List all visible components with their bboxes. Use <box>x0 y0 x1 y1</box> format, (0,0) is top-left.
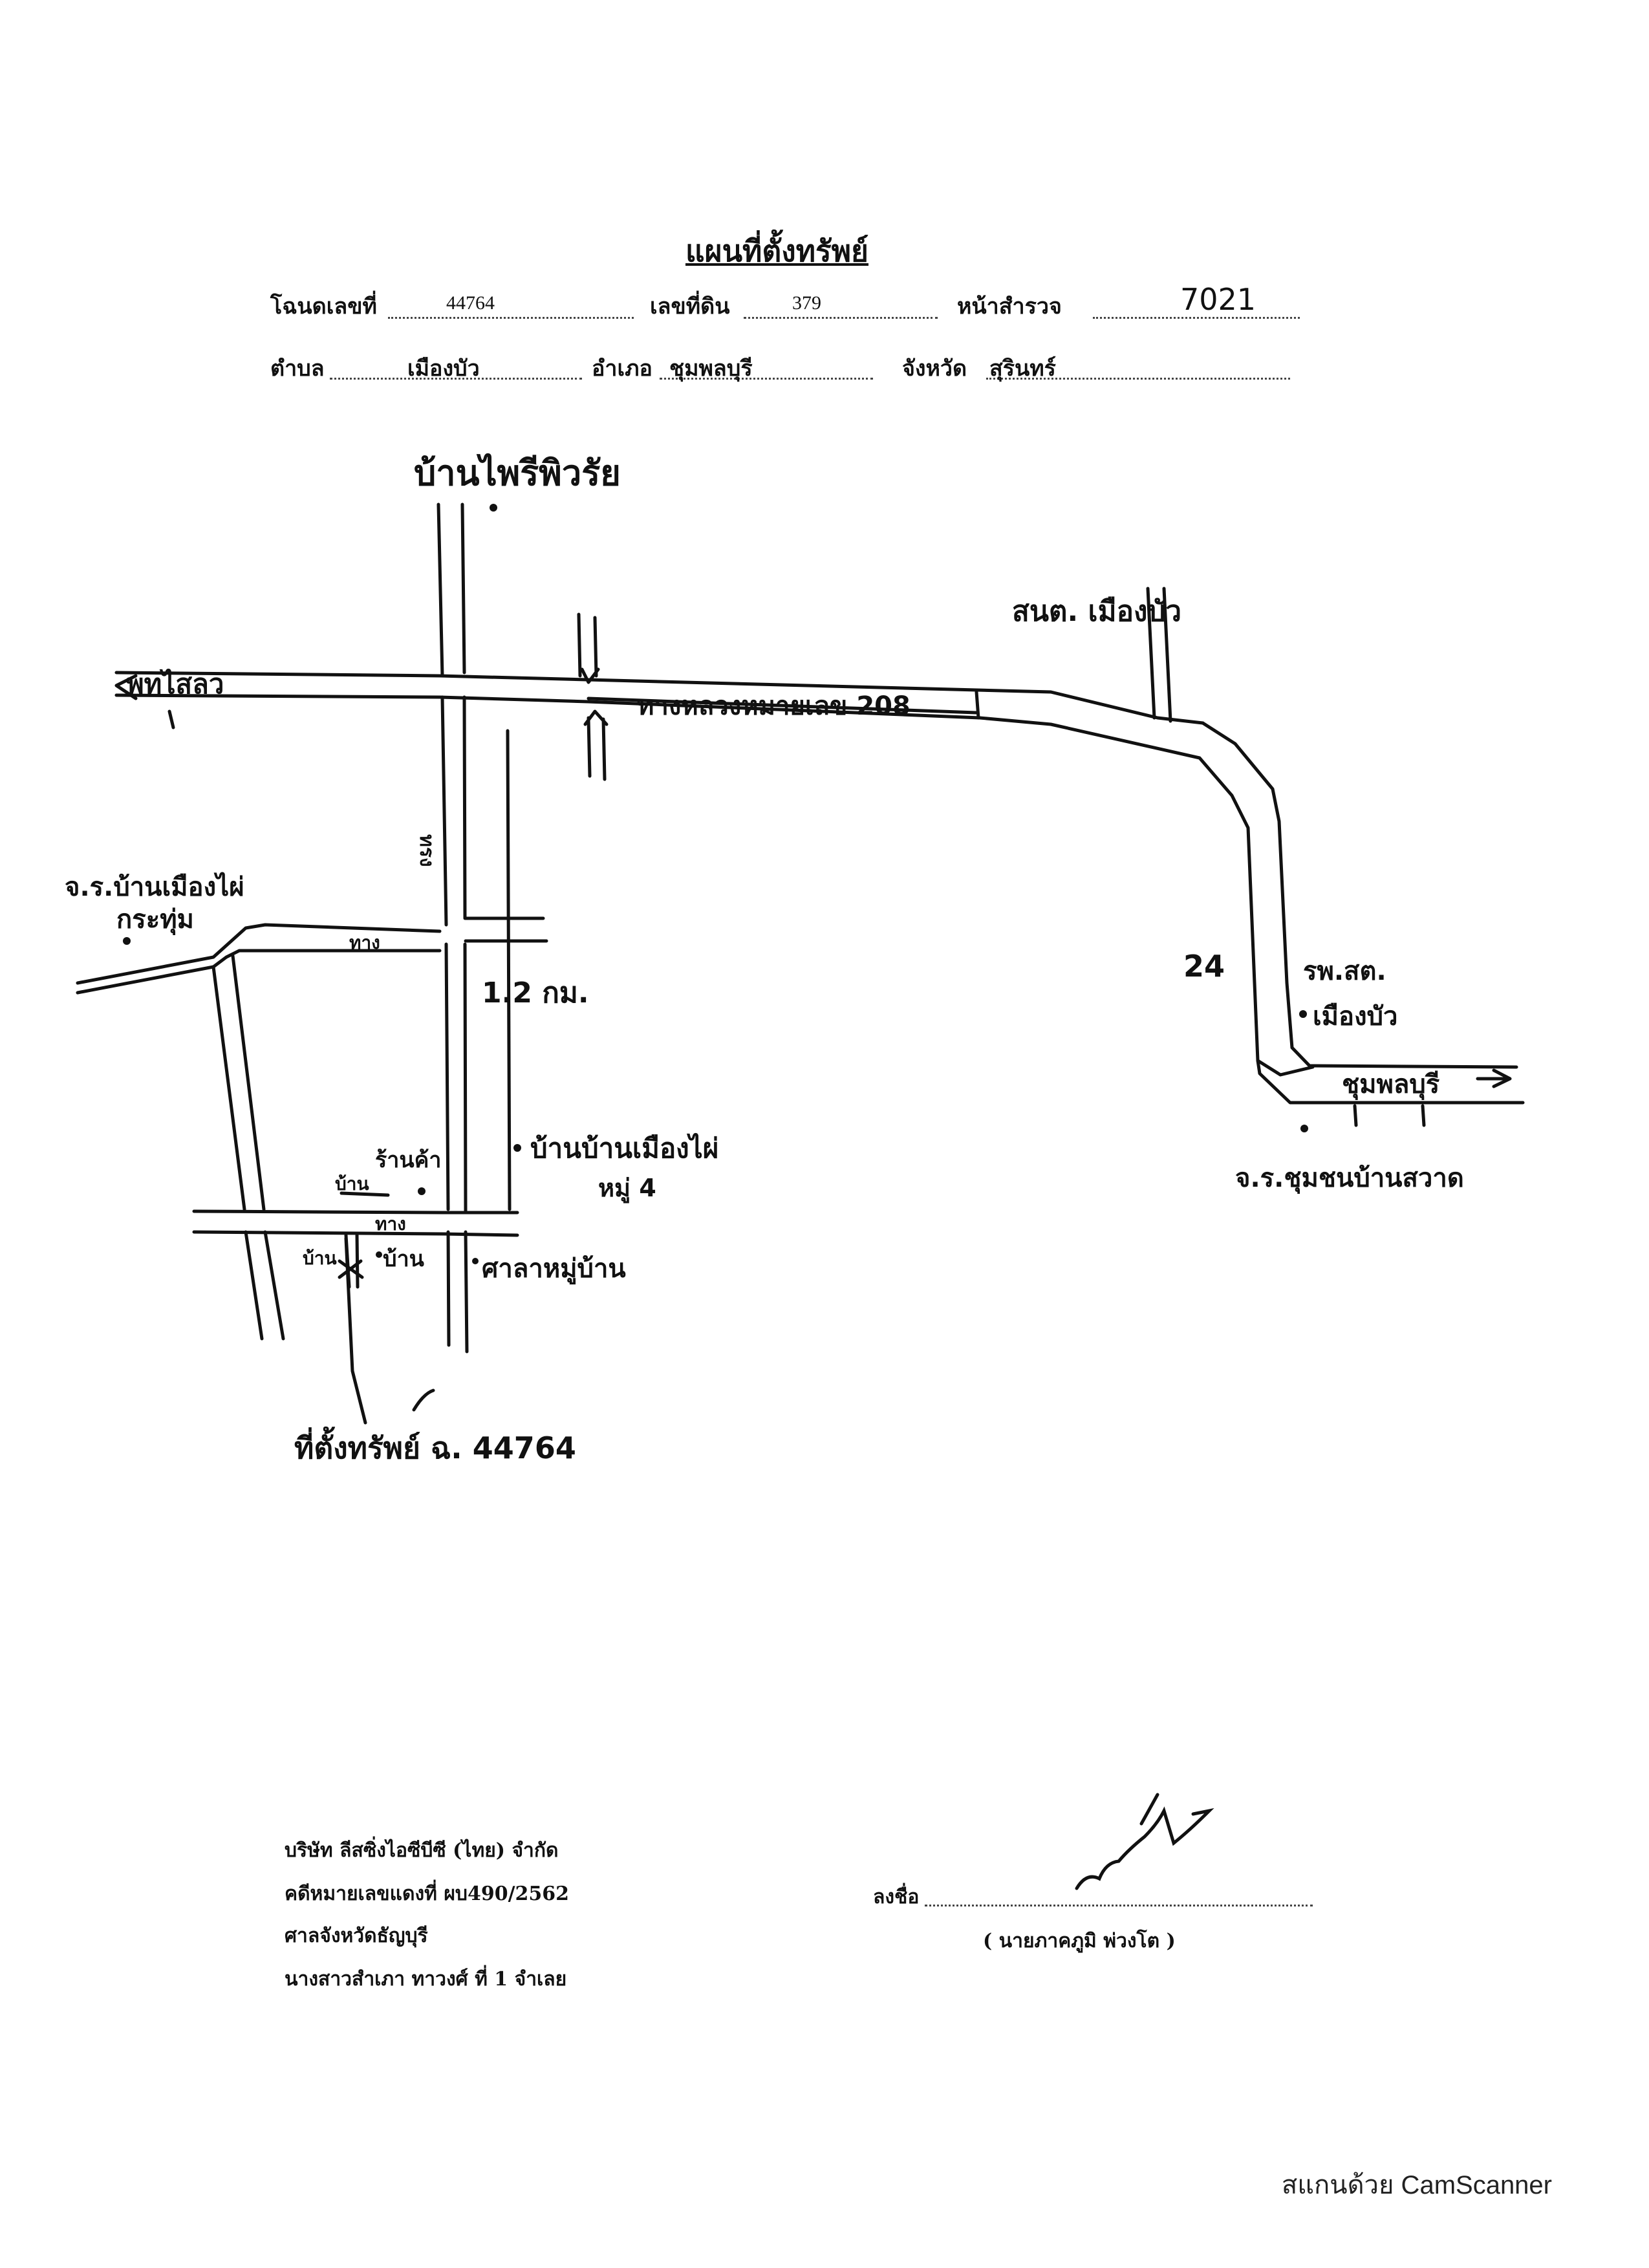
highway-label: ทางหลวงหมายเลข 208 <box>637 691 911 721</box>
company-name: บริษัท ลีสซิ่งไอซีบีซี (ไทย) จำกัด <box>285 1839 559 1862</box>
dotted-line <box>330 378 582 380</box>
hospital-label-2: เมืองบัว <box>1313 1002 1397 1031</box>
hospital-label-1: รพ.สต. <box>1303 956 1386 986</box>
signature-line <box>925 1905 1313 1906</box>
page-title: แผนที่ตั้งทรัพย์ <box>685 233 869 268</box>
sign-label: ลงชื่อ <box>873 1886 920 1908</box>
village-center-label-2: หมู่ 4 <box>598 1174 656 1204</box>
marker-hospital <box>1299 1010 1307 1018</box>
property-label: ที่ตั้งทรัพย์ ฉ. 44764 <box>294 1426 576 1465</box>
deed-label: โฉนดเลขที่ <box>270 294 377 319</box>
marker-house <box>376 1251 382 1258</box>
school-west-label-1: จ.ร.บ้านเมืองไผ่ <box>65 872 244 902</box>
distance-label: 1.2 กม. <box>482 977 589 1010</box>
deed-number: 44764 <box>446 292 495 314</box>
shop-house-label: บ้าน <box>335 1173 369 1194</box>
officer-line: นางสาวสำเภา ทาวงศ์ ที่ 1 จำเลย <box>285 1968 567 1991</box>
survey-page-label: หน้าสำรวจ <box>957 294 1062 319</box>
school-west-label-2: กระทุ่ม <box>116 905 194 936</box>
dotted-line <box>1093 317 1300 319</box>
signer-name: ( นายภาคภูมิ พ่วงโต ) <box>983 1930 1176 1952</box>
marker-school-east <box>1300 1125 1308 1132</box>
place-markers <box>123 504 1308 1264</box>
house-left-label: บ้าน <box>303 1247 337 1269</box>
dotted-line <box>660 378 873 380</box>
house-right-label: บ้าน <box>383 1246 424 1272</box>
camscanner-badge: สแกนด้วย CamScanner <box>1281 2171 1552 2199</box>
court-name: ศาลจังหวัดธัญบุรี <box>285 1925 428 1947</box>
land-number: 379 <box>792 292 821 314</box>
school-north-label: สนต. เมืองบัว <box>1012 595 1181 628</box>
subdistrict-label: ตำบล <box>270 356 325 382</box>
village-center-label-1: บ้านบ้านเมืองไผ่ <box>530 1132 718 1164</box>
west-road-label: ทาง <box>349 932 380 953</box>
village-hall-label: ศาลาหมู่บ้าน <box>482 1254 626 1284</box>
mark-24-label: 24 <box>1183 949 1225 984</box>
marker-hall <box>472 1258 479 1264</box>
village-north-label: บ้านไพรีพิวรัย <box>414 453 621 493</box>
east-direction-label: ชุมพลบุรี <box>1342 1070 1440 1101</box>
province-label: จังหวัด <box>902 356 967 382</box>
dotted-line <box>388 317 634 319</box>
school-east-label: จ.ร.ชุมชนบ้านสวาด <box>1235 1163 1464 1194</box>
dotted-line <box>986 378 1290 380</box>
marker-shop <box>418 1187 426 1195</box>
land-number-label: เลขที่ดิน <box>650 294 730 319</box>
marker-village-center <box>513 1144 521 1152</box>
west-direction-label: พทไสลว <box>126 668 224 700</box>
signature <box>1075 1793 1214 1890</box>
road-side-label: ทรง <box>415 834 438 867</box>
shop-label: ร้านค้า <box>375 1147 441 1173</box>
marker-village-north <box>490 504 497 512</box>
subdistrict-value: เมืองบัว <box>407 356 480 382</box>
district-value: ชุมพลบุรี <box>669 356 753 382</box>
road-lines <box>76 502 1525 1425</box>
district-label: อำเภอ <box>592 356 652 382</box>
dotted-line <box>744 317 938 319</box>
survey-page-number: 7021 <box>1180 282 1256 317</box>
province-value: สุรินทร์ <box>989 356 1056 382</box>
marker-school-west <box>123 937 131 945</box>
cross-road-label: ทาง <box>375 1213 406 1235</box>
case-number: คดีหมายเลขแดงที่ ผบ490/2562 <box>285 1883 570 1905</box>
